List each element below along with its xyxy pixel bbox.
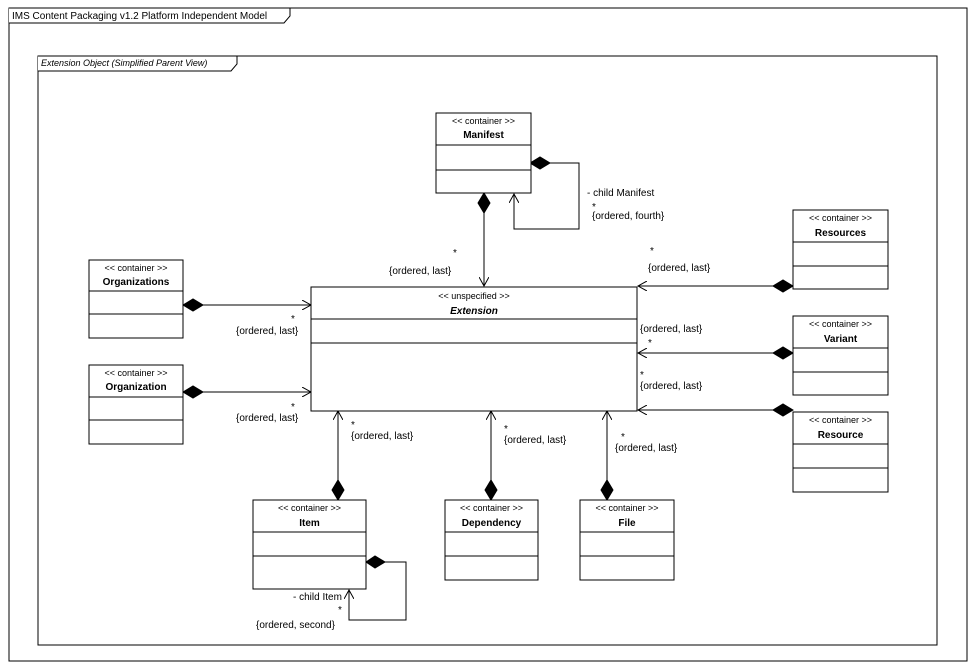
organizations-mult: *: [291, 314, 295, 325]
manifest-name: Manifest: [463, 130, 504, 141]
association-labels: - child Manifest * {ordered, fourth} * {…: [236, 188, 711, 631]
file-name: File: [618, 518, 636, 529]
class-manifest[interactable]: << container >> Manifest: [435, 112, 532, 194]
organization-stereotype: << container >>: [104, 368, 167, 378]
diamond-organization: [182, 385, 204, 399]
resources-stereotype: << container >>: [809, 213, 872, 223]
class-resource[interactable]: << container >> Resource: [792, 411, 889, 493]
class-resources[interactable]: << container >> Resources: [792, 209, 889, 290]
outer-frame: IMS Content Packaging v1.2 Platform Inde…: [8, 7, 968, 662]
item-child-constraint: {ordered, second}: [256, 620, 336, 631]
outer-frame-title: IMS Content Packaging v1.2 Platform Inde…: [12, 11, 267, 22]
file-stereotype: << container >>: [595, 503, 658, 513]
resources-mult: *: [650, 246, 654, 257]
class-organization[interactable]: << container >> Organization: [88, 364, 184, 445]
item-child-mult: *: [338, 605, 342, 616]
inner-frame: Extension Object (Simplified Parent View…: [37, 55, 938, 646]
item-child-role: - child Item: [293, 592, 342, 603]
dependency-stereotype: << container >>: [460, 503, 523, 513]
class-dependency[interactable]: << container >> Dependency: [444, 499, 539, 581]
organization-mult: *: [291, 402, 295, 413]
diamond-organizations: [182, 298, 204, 312]
dependency-name: Dependency: [462, 518, 522, 529]
manifest-child-mult: *: [592, 202, 596, 213]
class-item[interactable]: << container >> Item: [252, 499, 367, 590]
manifest-child-role: - child Manifest: [587, 188, 654, 199]
manifest-stereotype: << container >>: [452, 116, 515, 126]
diamond-dependency: [484, 479, 498, 501]
item-name: Item: [299, 518, 320, 529]
inner-frame-title: Extension Object (Simplified Parent View…: [41, 58, 207, 68]
resource-constraint: {ordered, last}: [640, 381, 703, 392]
resources-name: Resources: [815, 228, 867, 239]
organizations-stereotype: << container >>: [104, 263, 167, 273]
class-extension[interactable]: << unspecified >> Extension: [310, 286, 638, 412]
organization-constraint: {ordered, last}: [236, 413, 299, 424]
diamond-manifest-down: [477, 192, 491, 214]
item-stereotype: << container >>: [278, 503, 341, 513]
resources-constraint: {ordered, last}: [648, 263, 711, 274]
organizations-name: Organizations: [103, 277, 170, 288]
diamond-file: [600, 479, 614, 501]
diamond-item-self: [365, 555, 386, 569]
item-mult: *: [351, 420, 355, 431]
file-mult: *: [621, 432, 625, 443]
dependency-mult: *: [504, 424, 508, 435]
composition-diamonds: [182, 156, 794, 569]
diamond-resources: [772, 279, 794, 293]
dependency-constraint: {ordered, last}: [504, 435, 567, 446]
extension-name: Extension: [450, 306, 498, 317]
resource-name: Resource: [818, 430, 864, 441]
variant-constraint: {ordered, last}: [640, 324, 703, 335]
item-constraint: {ordered, last}: [351, 431, 414, 442]
extension-stereotype: << unspecified >>: [438, 291, 510, 301]
diamond-item: [331, 479, 345, 501]
manifest-ext-constraint: {ordered, last}: [389, 266, 452, 277]
association-item-self: [349, 561, 407, 621]
diamond-resource: [772, 403, 794, 417]
class-organizations[interactable]: << container >> Organizations: [88, 259, 184, 339]
manifest-ext-mult: *: [453, 248, 457, 259]
resource-mult: *: [640, 370, 644, 381]
organizations-constraint: {ordered, last}: [236, 326, 299, 337]
file-constraint: {ordered, last}: [615, 443, 678, 454]
class-variant[interactable]: << container >> Variant: [792, 315, 889, 396]
organization-name: Organization: [105, 382, 166, 393]
association-manifest-self: [514, 162, 580, 230]
variant-name: Variant: [824, 334, 858, 345]
resource-stereotype: << container >>: [809, 415, 872, 425]
variant-mult: *: [648, 338, 652, 349]
class-file[interactable]: << container >> File: [579, 499, 675, 581]
connectors: [203, 162, 773, 621]
variant-stereotype: << container >>: [809, 319, 872, 329]
diamond-variant: [772, 346, 794, 360]
diamond-manifest-self: [529, 156, 551, 170]
manifest-child-constraint: {ordered, fourth}: [592, 211, 665, 222]
